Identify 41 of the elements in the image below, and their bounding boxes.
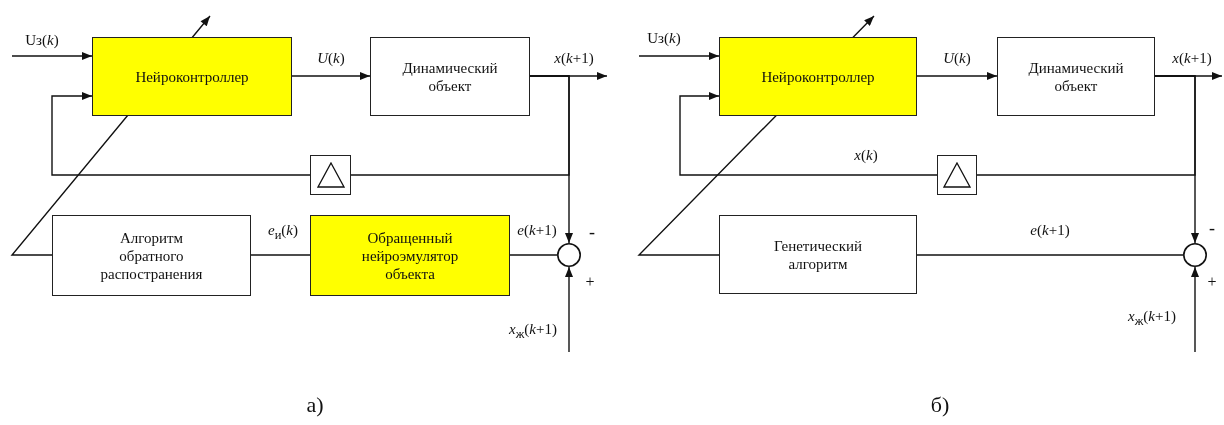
block-label: Динамический объект [1027, 58, 1125, 95]
process-box [997, 37, 1155, 116]
delay-block [310, 155, 351, 195]
arrow [1191, 266, 1199, 353]
arrow [291, 72, 371, 80]
process-box [719, 215, 917, 294]
process-box [370, 37, 530, 116]
arrow [638, 52, 720, 60]
panel-label: б) [930, 394, 950, 416]
signal-label: U(k) [942, 49, 972, 67]
process-box [92, 37, 292, 116]
sign-label: - [589, 223, 595, 241]
signal-label: e(k+1) [516, 221, 558, 239]
arrow [11, 52, 93, 60]
delay-block [937, 155, 977, 195]
sign-label: + [1207, 274, 1217, 290]
summing-junction [557, 243, 581, 267]
block-label: Алгоритм обратного распостранения [99, 228, 204, 283]
signal-label: Uз(k) [24, 31, 60, 49]
arrow [51, 92, 311, 176]
process-box [719, 37, 917, 116]
sign-label: - [1209, 219, 1215, 237]
arrow [916, 72, 998, 80]
signal-label: x(k+1) [1171, 49, 1213, 67]
process-box [310, 215, 510, 296]
arrow [565, 266, 573, 353]
block-label: Динамический объект [401, 58, 499, 95]
process-box [52, 215, 251, 296]
signal-label: e(k+1) [1029, 221, 1071, 239]
sign-label: + [585, 274, 595, 290]
block-label: Генетический алгоритм [773, 236, 863, 273]
block-label: Нейроконтроллер [760, 67, 876, 86]
arrow [679, 92, 938, 176]
signal-label: Uз(k) [646, 29, 682, 47]
signal-label: U(k) [316, 49, 346, 67]
panel-label: а) [306, 394, 324, 416]
summing-junction [1183, 243, 1207, 267]
block-label: Обращенный нейроэмулятор объекта [360, 228, 460, 283]
signal-label: x(k) [853, 146, 879, 164]
block-label: Нейроконтроллер [134, 67, 250, 86]
signal-label: x(k+1) [553, 49, 595, 67]
